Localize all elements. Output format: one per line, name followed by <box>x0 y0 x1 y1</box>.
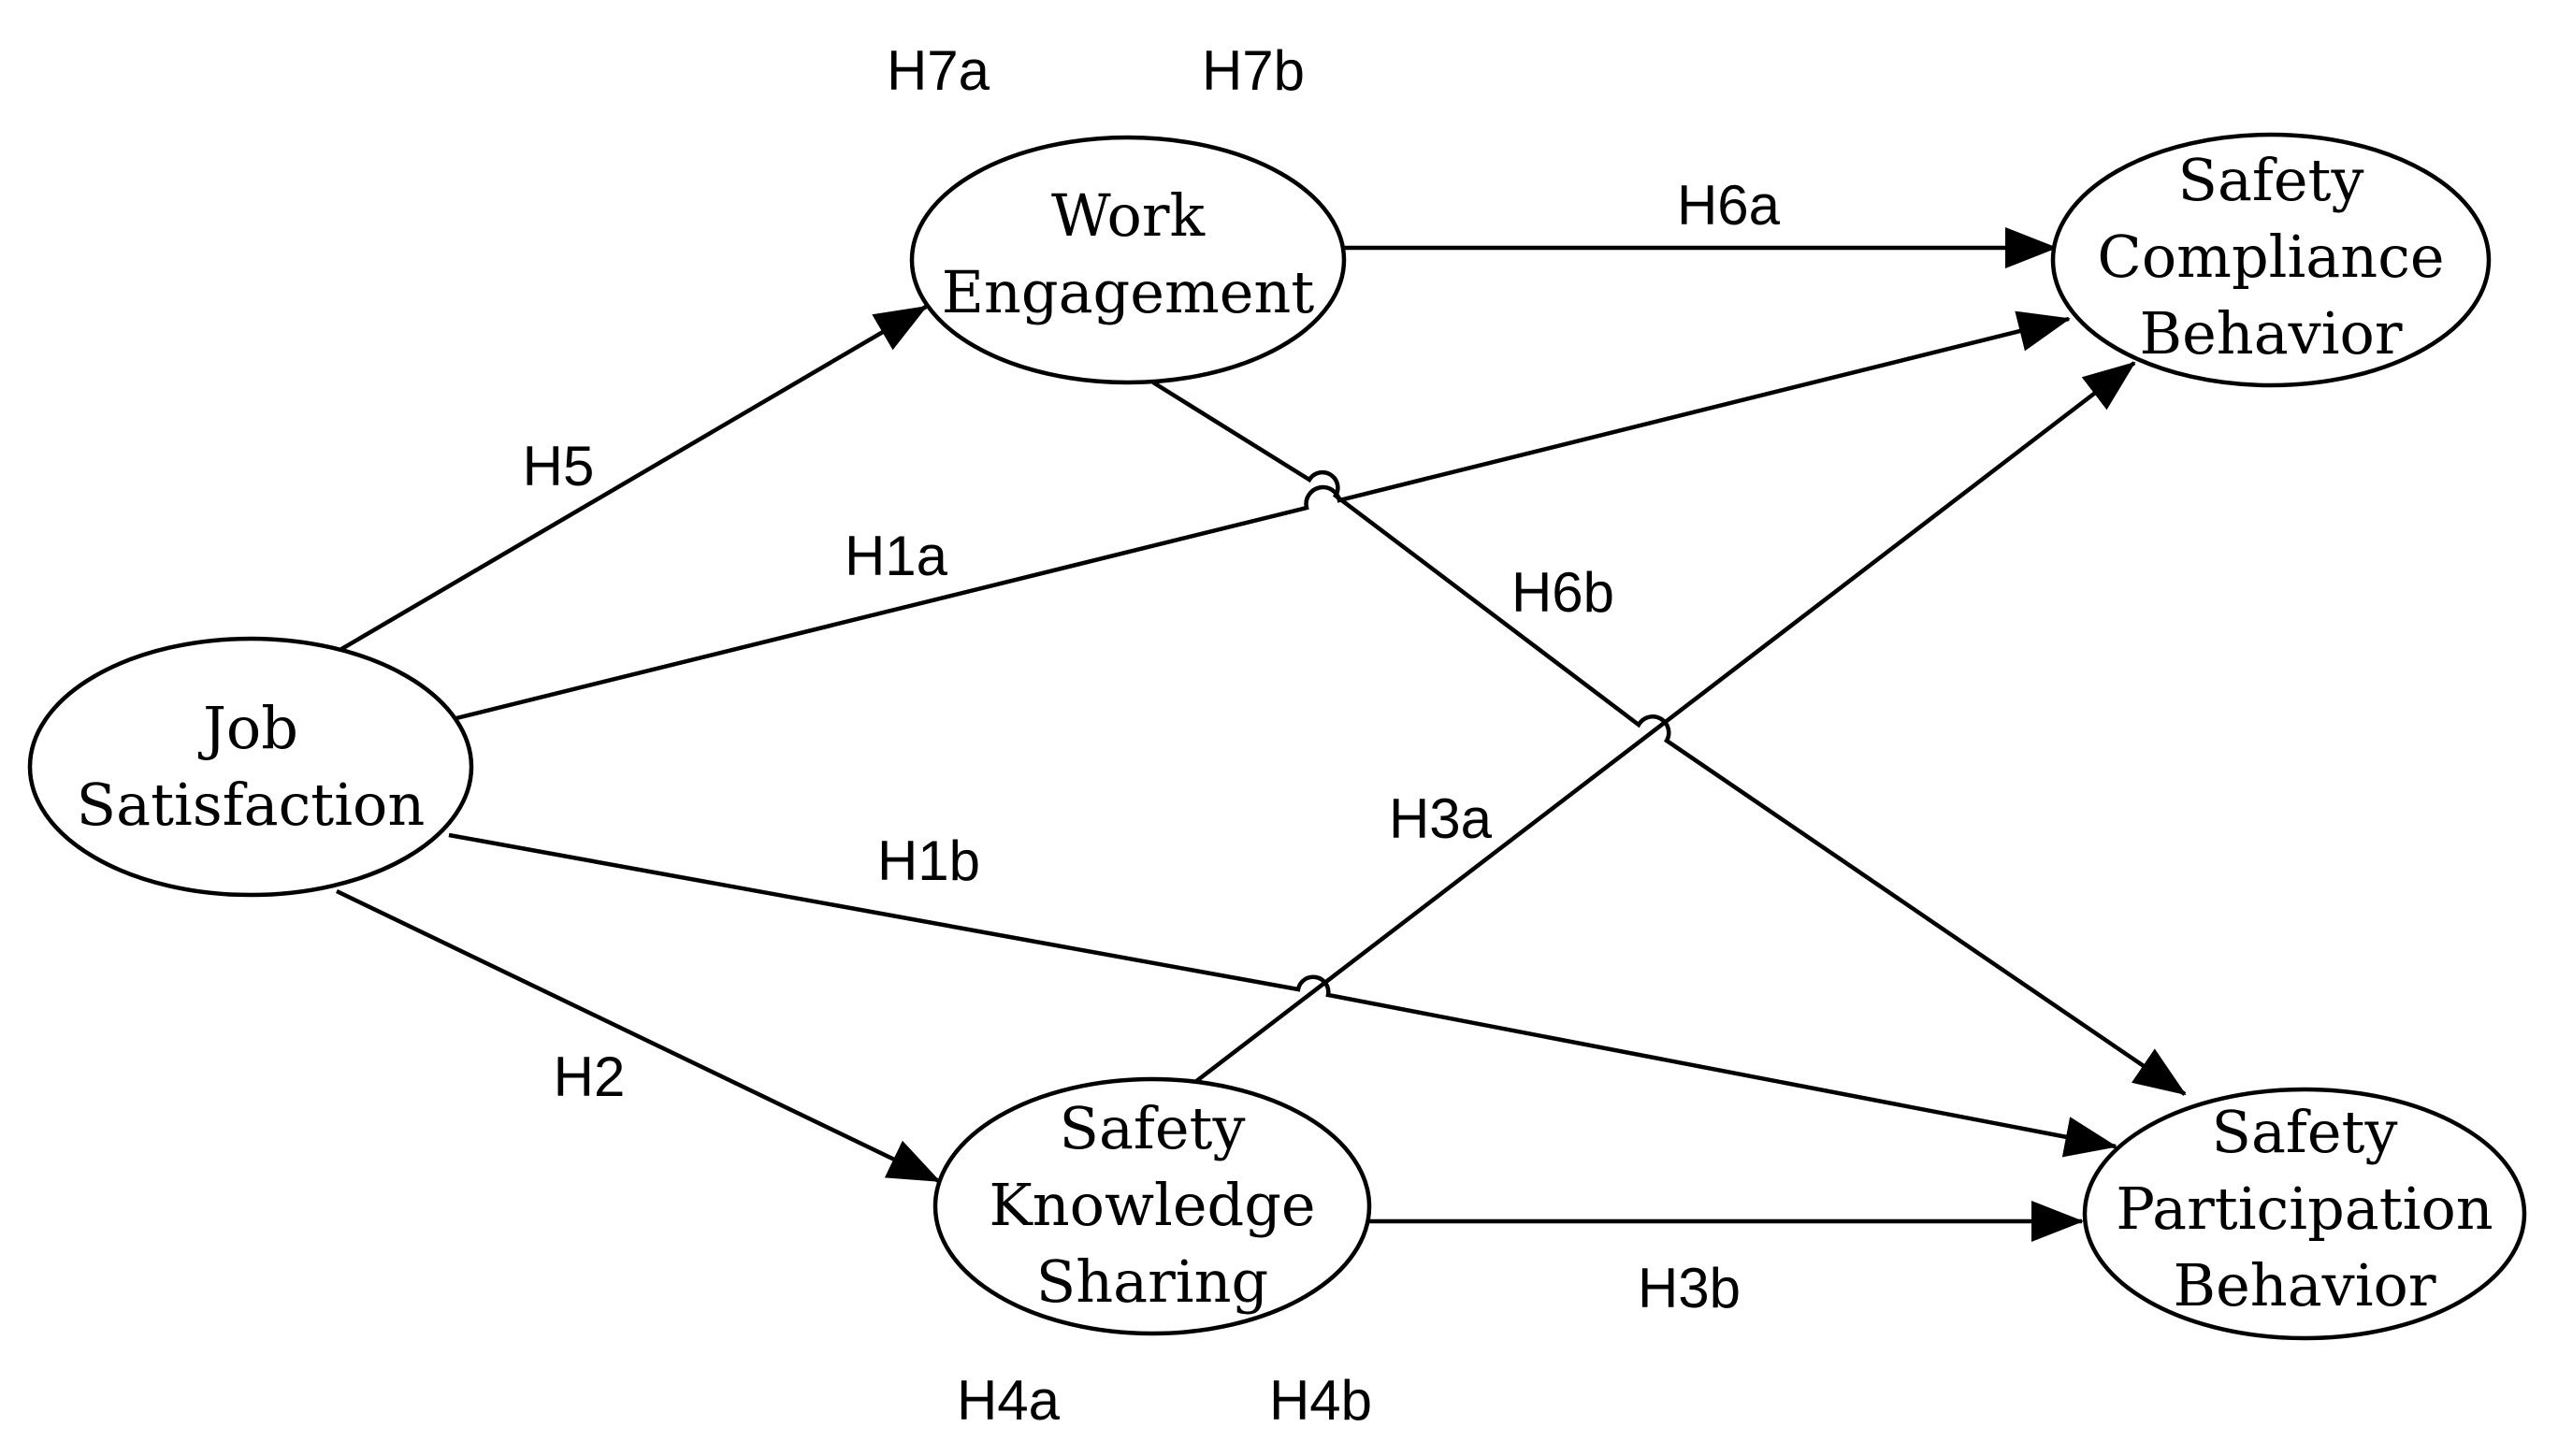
node-job-satisfaction: Job Satisfaction <box>27 636 474 898</box>
hypothesis-label-h1a: H1a <box>845 525 948 587</box>
node-label-line: Engagement <box>942 258 1315 326</box>
node-label-line: Behavior <box>2140 299 2403 368</box>
hypothesis-label-h1b: H1b <box>877 829 980 892</box>
node-label-line: Compliance <box>2097 223 2444 291</box>
node-label-line: Behavior <box>2174 1251 2436 1319</box>
hypothesis-label-h3b: H3b <box>1638 1257 1741 1319</box>
hypothesis-label-h3a: H3a <box>1389 787 1493 850</box>
hypothesis-label-h7a: H7a <box>887 39 990 102</box>
node-label-line: Safety <box>1059 1094 1245 1162</box>
edge-h2 <box>336 888 941 1184</box>
edge-h5 <box>330 305 928 656</box>
node-label-line: Satisfaction <box>77 771 426 839</box>
hypothesis-label-h5: H5 <box>523 435 595 497</box>
node-label-line: Safety <box>2211 1098 2397 1166</box>
hypothesis-label-h7b: H7b <box>1202 39 1305 102</box>
hypothesis-label-h4a: H4a <box>957 1369 1061 1432</box>
edge-h6b <box>1151 381 2187 1096</box>
node-label-line: Job <box>197 694 298 762</box>
node-label-line: Participation <box>2116 1175 2493 1243</box>
edge-h1b <box>448 832 2117 1158</box>
node-safety-compliance-behavior: Safety Compliance Behavior <box>2050 132 2492 388</box>
edge-h1a <box>455 310 2071 721</box>
node-safety-participation-behavior: Safety Participation Behavior <box>2082 1087 2527 1341</box>
node-label-line: Knowledge <box>989 1171 1315 1239</box>
hypothesis-label-h6a: H6a <box>1677 174 1781 237</box>
node-safety-knowledge-sharing: Safety Knowledge Sharing <box>932 1076 1372 1336</box>
hypothesis-label-h6b: H6b <box>1511 561 1614 624</box>
node-label-line: Safety <box>2177 146 2363 214</box>
node-work-engagement: Work Engagement <box>909 135 1347 385</box>
hypothesis-label-h4b: H4b <box>1269 1369 1372 1432</box>
node-label-line: Sharing <box>1036 1247 1268 1316</box>
node-label-line: Work <box>1051 181 1205 250</box>
hypothesis-label-h2: H2 <box>554 1045 626 1108</box>
edge-h3a <box>1193 361 2136 1084</box>
